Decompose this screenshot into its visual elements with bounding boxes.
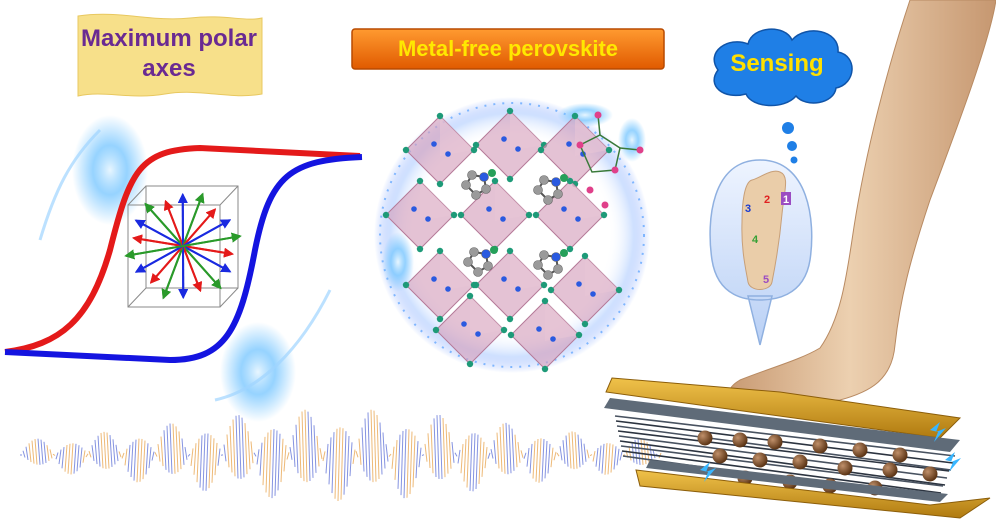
sensor-label-5: 5 <box>763 274 769 286</box>
sensor-label-2: 2 <box>764 194 770 206</box>
polar-banner-shape <box>77 13 263 97</box>
bottom-electrode-plate <box>635 469 991 519</box>
hysteresis-panel <box>4 115 363 422</box>
sensing-panel <box>604 0 996 519</box>
lattice-dotted-ring <box>379 102 645 368</box>
hysteresis-loop-lower <box>4 154 363 364</box>
hysteresis-loop-upper <box>4 144 361 355</box>
sensor-label-3: 3 <box>745 203 751 215</box>
polar-axes-arrows <box>124 192 242 300</box>
foot-sole <box>741 170 787 290</box>
foot-labels: 1 2 3 4 5 <box>745 194 789 286</box>
perovskite-panel <box>374 97 650 373</box>
sensor-label-4: 4 <box>752 234 759 246</box>
thought-dot <box>790 156 798 164</box>
sensor-marker-1 <box>781 192 791 205</box>
perovskite-banner-shape <box>351 28 665 70</box>
sensing-label: Sensing <box>730 50 824 77</box>
thought-dot <box>782 122 794 134</box>
middle-layer <box>604 398 960 452</box>
polar-axes-label: Maximum polar axes <box>80 25 258 82</box>
waveform-signal <box>20 409 662 501</box>
glow-spark <box>220 322 296 422</box>
perovskite-label: Metal-free perovskite <box>397 36 619 61</box>
thought-cloud <box>713 28 853 107</box>
octahedra-grid <box>382 107 623 373</box>
organic-cations <box>461 169 568 280</box>
spark-icons <box>700 422 961 482</box>
thought-dot <box>787 141 797 151</box>
sensor-label-1: 1 <box>783 194 789 206</box>
glow-spark <box>72 115 148 225</box>
